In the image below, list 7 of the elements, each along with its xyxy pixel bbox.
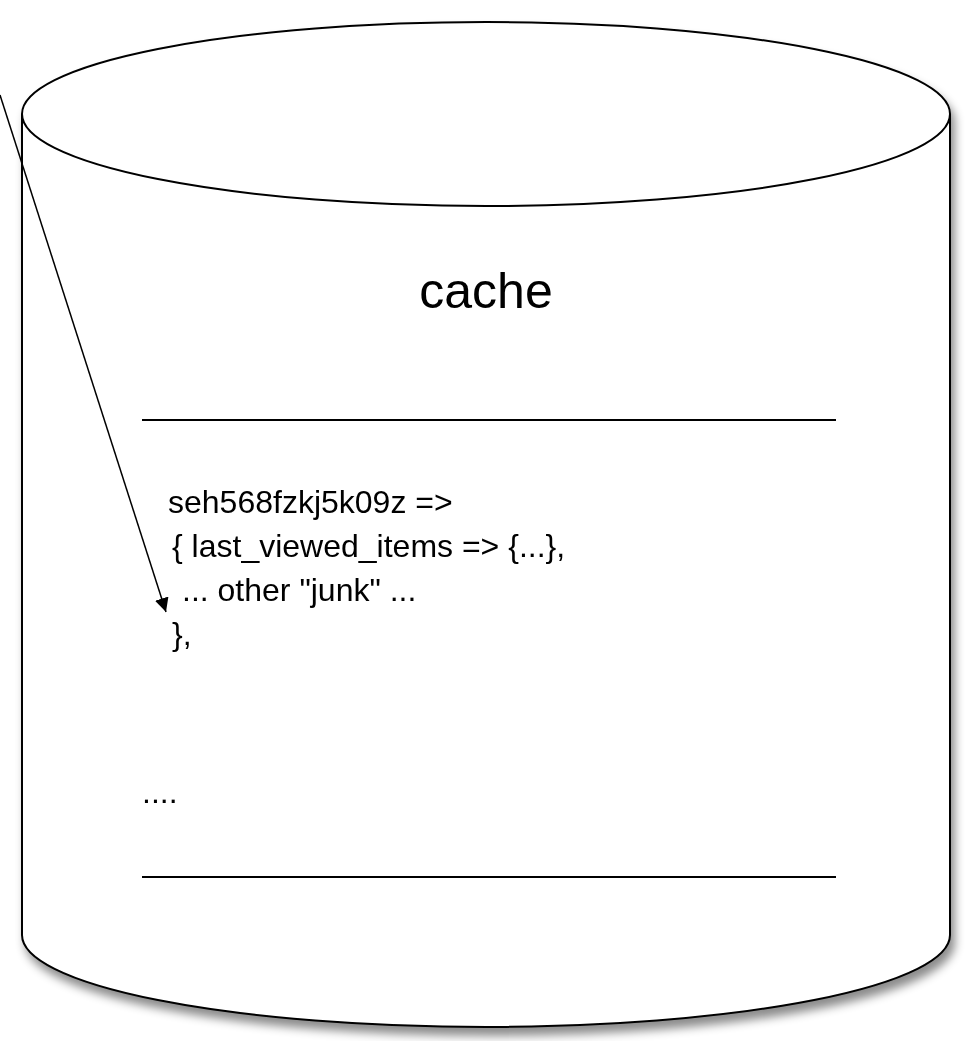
arrow [0, 94, 169, 613]
entry-text: { last_viewed_items => {...}, [172, 528, 566, 565]
entry-text: seh568fzkj5k09z => [168, 484, 453, 521]
entry-text: .... [142, 774, 178, 811]
cylinder-title: cache [418, 262, 554, 320]
entry-text: }, [172, 616, 192, 653]
entry-text: ... other "junk" ... [182, 572, 417, 609]
